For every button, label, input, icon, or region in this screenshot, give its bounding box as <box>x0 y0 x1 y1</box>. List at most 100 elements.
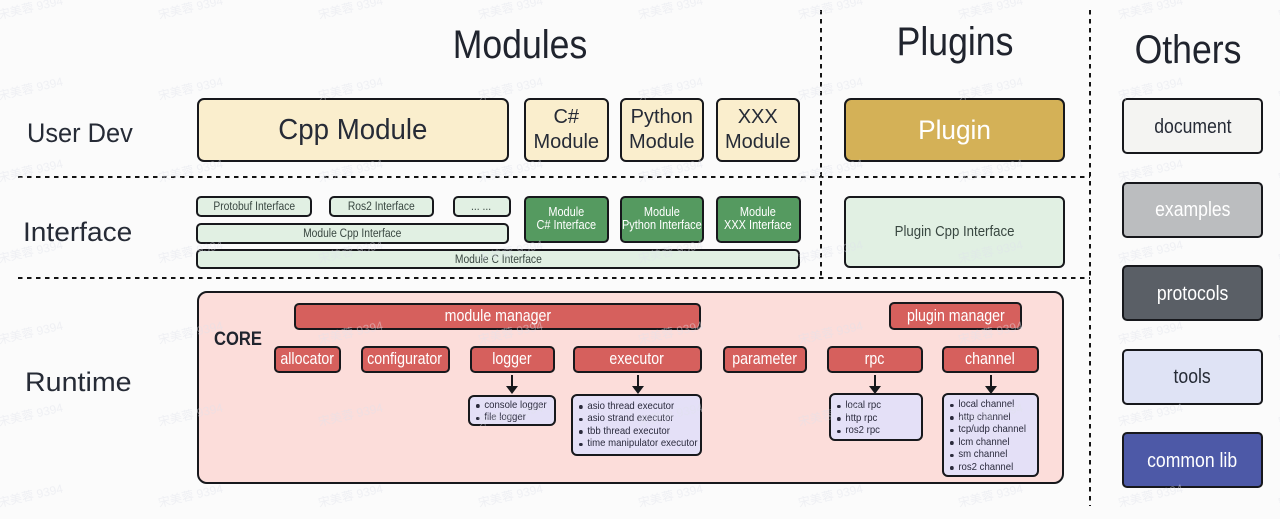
divider-userdev-interface <box>18 176 1090 178</box>
module-c-interface-label: Module C Interface <box>454 251 542 266</box>
examples-box: examples <box>1122 181 1263 238</box>
xxx-module-line2: Module <box>724 131 791 153</box>
logger-impl-0: console logger <box>484 399 547 411</box>
row-label-user-dev: User Dev <box>27 118 133 148</box>
bullet-icon <box>949 466 953 470</box>
module-manager-box: module manager <box>294 302 701 330</box>
module-xxx-interface-box: Module XXX Interface <box>716 195 801 243</box>
bullet-icon <box>476 404 480 408</box>
watermark-text: 宋美蓉 9394 <box>1116 318 1185 348</box>
plugin-manager-label: plugin manager <box>906 306 1005 325</box>
module-c-interface-box: Module C Interface <box>196 248 800 269</box>
watermark-text: 宋美蓉 9394 <box>0 0 65 22</box>
channel-impl-0: local channel <box>957 399 1014 410</box>
configurator-box: configurator <box>360 346 450 373</box>
cpp-module-box: Cpp Module <box>197 98 509 162</box>
rpc-label: rpc <box>864 350 885 368</box>
ros2-interface-box: Ros2 Interface <box>329 195 434 217</box>
list-item: asio thread executor <box>579 401 690 414</box>
list-item: local channel <box>949 399 1029 412</box>
list-item: time manipulator executor <box>579 438 698 451</box>
bullet-icon <box>949 453 953 457</box>
watermark-text: 宋美蓉 9394 <box>476 0 545 22</box>
tools-box: tools <box>1122 348 1263 405</box>
tools-label: tools <box>1173 366 1212 388</box>
document-box: document <box>1122 98 1263 154</box>
list-item: console logger <box>476 400 547 413</box>
module-csharp-interface-line1: Module <box>548 204 585 219</box>
watermark-text: 宋美蓉 9394 <box>0 400 65 429</box>
xxx-module-line1: XXX <box>737 105 778 128</box>
list-item: local rpc <box>836 400 914 413</box>
row-label-interface: Interface <box>23 217 133 247</box>
list-item: http channel <box>949 412 1029 425</box>
watermark-text: 宋美蓉 9394 <box>316 0 385 22</box>
watermark-text: 宋美蓉 9394 <box>1116 400 1185 429</box>
channel-impls-box: local channel http channel tcp/udp chann… <box>941 393 1039 477</box>
bullet-icon <box>579 417 583 421</box>
watermark-text: 宋美蓉 9394 <box>956 481 1025 510</box>
bullet-icon <box>836 429 840 433</box>
rpc-box: rpc <box>826 346 923 373</box>
protocols-label: protocols <box>1156 282 1229 305</box>
channel-box: channel <box>942 346 1039 373</box>
watermark-text: 宋美蓉 9394 <box>636 481 705 510</box>
module-cpp-interface-box: Module Cpp Interface <box>196 222 509 244</box>
channel-impl-4: sm channel <box>957 449 1007 460</box>
allocator-label: allocator <box>280 350 334 368</box>
bullet-icon <box>476 416 480 420</box>
common-lib-box: common lib <box>1122 432 1263 488</box>
cpp-module-label: Cpp Module <box>278 113 428 146</box>
bullet-icon <box>949 428 953 432</box>
executor-impls-box: asio thread executor asio strand executo… <box>571 393 702 456</box>
list-item: lcm channel <box>949 436 1029 450</box>
channel-label: channel <box>965 350 1016 368</box>
more-interfaces-label: ... ... <box>471 199 492 213</box>
rpc-impls-box: local rpc http rpc ros2 rpc <box>828 393 923 441</box>
allocator-box: allocator <box>273 346 341 373</box>
module-cpp-interface-label: Module Cpp Interface <box>303 226 402 240</box>
executor-label: executor <box>609 350 665 368</box>
rpc-impl-2: ros2 rpc <box>844 425 880 436</box>
watermark-text: 宋美蓉 9394 <box>156 0 225 22</box>
divider-modules-plugins <box>820 10 822 278</box>
watermark-text: 宋美蓉 9394 <box>636 0 705 22</box>
watermark-text: 宋美蓉 9394 <box>1116 156 1185 185</box>
list-item: ros2 rpc <box>836 425 914 438</box>
plugin-cpp-interface-label: Plugin Cpp Interface <box>894 224 1015 240</box>
watermark-text: 宋美蓉 9394 <box>796 0 865 22</box>
plugin-manager-box: plugin manager <box>889 302 1022 330</box>
csharp-module-box: C# Module <box>524 98 609 162</box>
protocols-box: protocols <box>1122 265 1263 321</box>
more-interfaces-box: ... ... <box>452 195 511 217</box>
watermark-text: 宋美蓉 9394 <box>0 74 65 104</box>
plugin-box: Plugin <box>844 98 1065 162</box>
logger-impls-box: console logger file logger <box>468 394 556 426</box>
bullet-icon <box>949 441 953 445</box>
watermark-text: 宋美蓉 9394 <box>156 481 225 510</box>
module-xxx-interface-line1: Module <box>740 204 777 219</box>
python-module-line1: Python <box>630 105 693 128</box>
watermark-text: 宋美蓉 9394 <box>0 156 65 185</box>
list-item: sm channel <box>949 449 1029 462</box>
parameter-box: parameter <box>723 346 807 373</box>
protobuf-interface-box: Protobuf Interface <box>196 195 312 217</box>
list-item: tcp/udp channel <box>949 424 1029 437</box>
bullet-icon <box>579 405 583 409</box>
document-label: document <box>1153 115 1232 138</box>
column-header-modules: Modules <box>452 22 587 67</box>
rpc-impl-0: local rpc <box>844 400 881 411</box>
divider-interface-runtime <box>18 277 1090 279</box>
bullet-icon <box>949 416 953 420</box>
parameter-label: parameter <box>732 350 798 368</box>
common-lib-label: common lib <box>1147 449 1238 472</box>
watermark-text: 宋美蓉 9394 <box>316 481 385 510</box>
channel-impl-3: lcm channel <box>957 436 1009 448</box>
plugin-cpp-interface-box: Plugin Cpp Interface <box>844 196 1065 268</box>
list-item: ros2 channel <box>949 462 1029 475</box>
csharp-module-line1: C# <box>553 105 580 128</box>
core-label: CORE <box>214 329 262 350</box>
list-item: http rpc <box>836 413 914 426</box>
executor-impl-2: tbb thread executor <box>587 425 670 437</box>
